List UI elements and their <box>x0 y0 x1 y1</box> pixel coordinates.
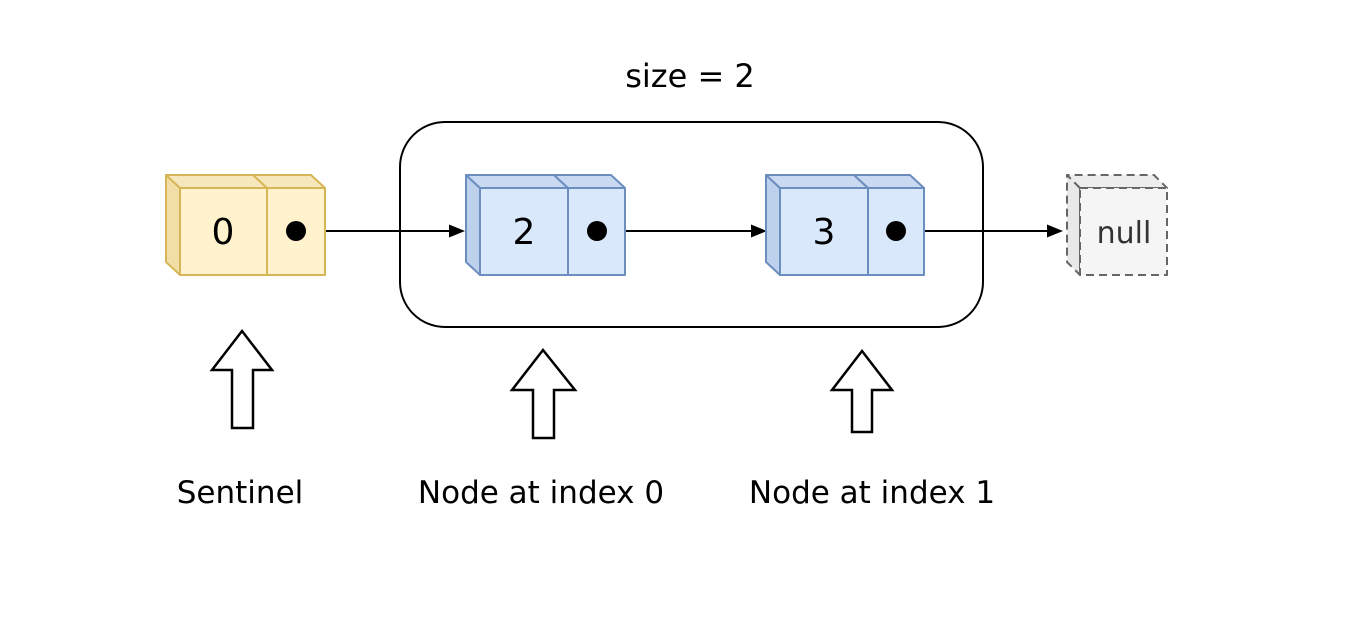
up-arrow-node0-icon <box>509 347 578 440</box>
cube-left-face <box>1066 174 1081 276</box>
node0-caption: Node at index 0 <box>418 475 664 511</box>
cube-top-face <box>252 174 326 189</box>
cube-top-face <box>165 174 268 189</box>
node-0: 2 <box>465 174 626 276</box>
node-value: 3 <box>813 212 836 253</box>
pointer-dot-icon <box>587 221 607 241</box>
cube-top-face <box>765 174 869 189</box>
cube-left-face <box>765 174 781 276</box>
cube-left-face <box>165 174 181 276</box>
up-arrow-sentinel-icon <box>209 328 275 430</box>
arrow-node1-to-null <box>906 224 1063 238</box>
cube-top-face <box>853 174 925 189</box>
data-cell <box>179 187 268 276</box>
up-arrow-node1-icon <box>829 348 895 434</box>
node-1: 3 <box>765 174 925 276</box>
pointer-dot-icon <box>886 221 906 241</box>
size-label: size = 2 <box>625 57 755 95</box>
null-label: null <box>1097 216 1152 251</box>
pointer-dot-icon <box>286 221 306 241</box>
list-size-frame <box>399 121 984 328</box>
arrowhead-icon <box>449 224 465 238</box>
arrow-node0-to-node1 <box>607 224 767 238</box>
data-cell <box>779 187 869 276</box>
node-value: 0 <box>212 212 235 253</box>
null-cell <box>1079 187 1168 276</box>
cube-top-face <box>465 174 569 189</box>
sentinel-caption: Sentinel <box>177 475 304 511</box>
cube-top-face <box>553 174 626 189</box>
cube-top-face <box>1066 174 1168 189</box>
arrowhead-icon <box>751 224 767 238</box>
node1-caption: Node at index 1 <box>749 475 995 511</box>
cube-left-face <box>465 174 481 276</box>
null-terminator: null <box>1066 174 1168 276</box>
sentinel-node: 0 <box>165 174 326 276</box>
node-value: 2 <box>513 212 536 253</box>
arrowhead-icon <box>1047 224 1063 238</box>
arrow-sentinel-to-node0 <box>306 224 465 238</box>
